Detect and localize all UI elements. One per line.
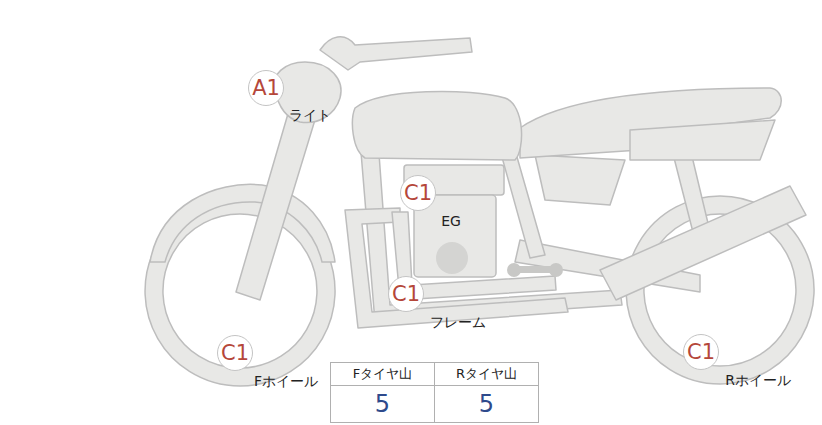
- headlight: [274, 62, 341, 123]
- front-fork: [236, 100, 318, 300]
- muffler: [600, 186, 806, 300]
- value-text: 5: [375, 390, 390, 418]
- handlebar: [320, 37, 472, 70]
- callout-number: C1: [400, 175, 436, 211]
- front-fender: [150, 184, 335, 262]
- header-text: Fタイヤ山: [353, 366, 412, 381]
- pivot: [507, 263, 521, 277]
- callout-node: C1Fホイール: [217, 335, 253, 371]
- light-label: ライト: [289, 107, 331, 123]
- table-value: 5: [435, 386, 539, 423]
- table-header: Fタイヤ山: [331, 363, 435, 386]
- fuel-tank: [352, 91, 521, 160]
- exhaust-pipe: [345, 208, 568, 328]
- callout-number: C1: [217, 335, 253, 371]
- callout-node: C1Rホイール: [683, 334, 719, 370]
- value-text: 5: [479, 390, 494, 418]
- callout-number: A1: [248, 70, 284, 106]
- engine-cover: [436, 242, 468, 274]
- callout-node: C1フレーム: [388, 276, 424, 312]
- callout-number: C1: [683, 334, 719, 370]
- tire-table: Fタイヤ山 Rタイヤ山 5 5: [330, 362, 539, 423]
- frame-label: フレーム: [430, 314, 486, 330]
- callout-node: C1EG: [400, 175, 436, 211]
- table-header: Rタイヤ山: [435, 363, 539, 386]
- pivot: [549, 263, 563, 277]
- header-text: Rタイヤ山: [456, 366, 517, 381]
- rear-wheel-label: Rホイール: [725, 372, 791, 388]
- table-value: 5: [331, 386, 435, 423]
- callout-number: C1: [388, 276, 424, 312]
- engine-label: EG: [441, 213, 461, 229]
- tail-cowl: [630, 120, 775, 160]
- callout-node: A1ライト: [248, 70, 284, 106]
- side-cover: [535, 155, 625, 205]
- front-wheel-label: Fホイール: [254, 373, 318, 389]
